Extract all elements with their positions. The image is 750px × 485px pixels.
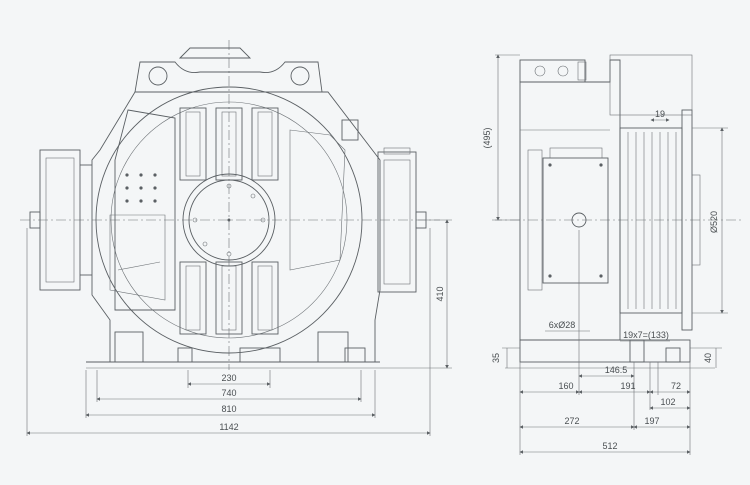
left-brake-bolt — [29, 211, 41, 229]
dim-197: 197 — [644, 416, 659, 426]
left-plate — [114, 109, 176, 311]
sheave — [619, 127, 683, 314]
front-dimensions: 230 740 810 1142 410 — [26, 219, 452, 436]
dim-191: 191 — [620, 381, 635, 391]
dim-495: (495) — [482, 127, 492, 148]
side-brake-plate — [542, 157, 609, 284]
left-foot — [114, 331, 144, 363]
hub-outer — [182, 173, 276, 267]
dim-19x7: 19x7=(133) — [623, 330, 669, 340]
dim-1142: 1142 — [219, 422, 238, 432]
dim-230: 230 — [221, 373, 236, 383]
hub-inner — [188, 179, 270, 261]
plate-holes — [125, 173, 157, 203]
side-body — [519, 59, 621, 341]
front-view: 230 740 810 1142 410 — [20, 40, 452, 436]
dim-410: 410 — [435, 286, 445, 301]
top-right-lifting-eye — [290, 66, 310, 86]
dim-512: 512 — [602, 441, 617, 451]
sheave-grooves — [627, 132, 677, 309]
left-foot-hatch — [177, 347, 193, 363]
hub-bolts — [192, 183, 266, 257]
dim-810: 810 — [221, 404, 236, 414]
side-dimensions: 146.5 160 191 72 102 272 197 512 — [519, 230, 691, 455]
dim-19: 19 — [655, 109, 665, 119]
left-brake-inner — [45, 157, 75, 283]
right-wedge — [289, 129, 346, 271]
dim-72: 72 — [671, 381, 681, 391]
drum-inner — [110, 101, 348, 339]
dim-35: 35 — [491, 353, 501, 363]
dim-6x28: 6xØ28 — [549, 320, 576, 330]
top-frame — [134, 61, 323, 93]
dim-520: Ø520 — [709, 211, 719, 233]
dim-40: 40 — [703, 353, 713, 363]
side-base — [519, 339, 691, 363]
side-view: 6xØ28 19x7=(133) 19 (495) Ø520 35 40 — [482, 54, 742, 455]
drum-outline — [95, 86, 363, 354]
bottom-fins — [179, 261, 279, 335]
right-foot — [317, 331, 349, 363]
left-lower-plate — [109, 214, 166, 301]
right-brake-inner — [383, 159, 411, 285]
dim-160: 160 — [558, 381, 573, 391]
dim-272: 272 — [564, 416, 579, 426]
center-foot-hatch — [239, 347, 281, 363]
right-small-bracket — [341, 119, 359, 141]
side-terminal-block — [519, 59, 586, 83]
dim-146-5: 146.5 — [605, 365, 628, 375]
dim-740: 740 — [221, 388, 236, 398]
dim-102: 102 — [660, 397, 675, 407]
side-shaft — [571, 212, 587, 228]
terminal-box — [178, 47, 252, 59]
top-left-lifting-eye — [148, 66, 168, 86]
side-upright — [609, 54, 693, 116]
right-brake-connector — [383, 147, 411, 155]
